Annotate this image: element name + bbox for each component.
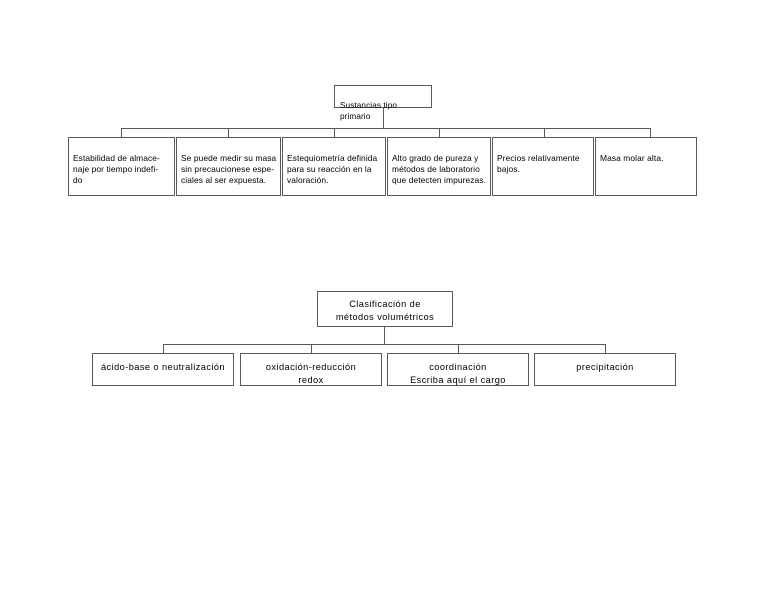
node-label: Sustancias tipo primario xyxy=(340,100,398,121)
node-leaf-precios-relativamente-bajos[interactable]: Precios relativamente bajos. xyxy=(492,137,594,196)
connector-drop-2 xyxy=(228,128,229,137)
node-label: oxidación-reducción redox xyxy=(265,362,357,386)
node-label: Clasificación de métodos volumétricos xyxy=(335,299,435,323)
connector-drop-9 xyxy=(458,344,459,353)
node-label: Estabilidad de almace- naje por tiempo i… xyxy=(73,153,160,186)
connector-drop-1 xyxy=(121,128,122,137)
connector-root2-bar xyxy=(163,344,605,345)
connector-root1-bar xyxy=(121,128,650,129)
connector-root1-stem xyxy=(383,108,384,128)
node-label: precipitación xyxy=(576,362,634,372)
node-leaf-estequiometria-definida[interactable]: Estequiometría definida para su reacción… xyxy=(282,137,386,196)
connector-drop-6 xyxy=(650,128,651,137)
node-label: Precios relativamente bajos. xyxy=(497,153,580,175)
node-label: Masa molar alta. xyxy=(600,153,664,164)
node-label: coordinación Escriba aquí el cargo xyxy=(410,362,506,386)
node-leaf-acido-base-neutralizacion[interactable]: ácido-base o neutralización xyxy=(92,353,234,386)
node-root-sustancias-tipo-primario[interactable]: Sustancias tipo primario xyxy=(334,85,432,121)
node-leaf-coordinacion[interactable]: coordinación Escriba aquí el cargo xyxy=(387,353,529,386)
node-leaf-alto-grado-pureza[interactable]: Alto grado de pureza y métodos de labora… xyxy=(387,137,491,196)
node-root-clasificacion-metodos-volumetricos[interactable]: Clasificación de métodos volumétricos xyxy=(317,291,453,327)
connector-drop-4 xyxy=(439,128,440,137)
connector-drop-3 xyxy=(334,128,335,137)
node-label: ácido-base o neutralización xyxy=(100,362,225,372)
node-leaf-medir-masa[interactable]: Se puede medir su masa sin precaucionese… xyxy=(176,137,281,196)
node-leaf-estabilidad-almacenaje[interactable]: Estabilidad de almace- naje por tiempo i… xyxy=(68,137,175,196)
node-leaf-precipitacion[interactable]: precipitación xyxy=(534,353,676,386)
node-label: Se puede medir su masa sin precaucionese… xyxy=(181,153,277,186)
node-leaf-masa-molar-alta[interactable]: Masa molar alta. xyxy=(595,137,697,196)
node-label: Estequiometría definida para su reacción… xyxy=(287,153,378,186)
connector-drop-5 xyxy=(544,128,545,137)
connector-root2-stem xyxy=(384,327,385,344)
node-label: Alto grado de pureza y métodos de labora… xyxy=(392,153,487,186)
connector-drop-7 xyxy=(163,344,164,353)
node-leaf-oxidacion-reduccion-redox[interactable]: oxidación-reducción redox xyxy=(240,353,382,386)
connector-drop-8 xyxy=(311,344,312,353)
connector-drop-10 xyxy=(605,344,606,353)
